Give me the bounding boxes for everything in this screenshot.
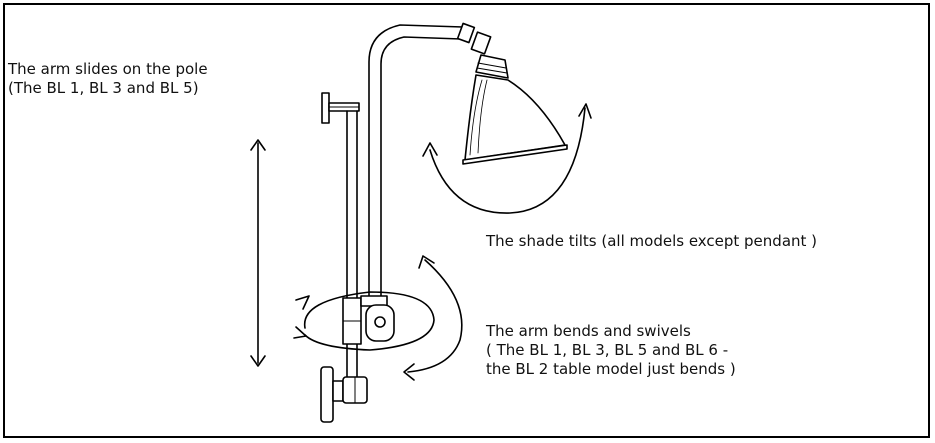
pole xyxy=(346,110,358,399)
tilt-annotation-line1: The shade tilts (all models except penda… xyxy=(486,232,818,250)
bend-arrow xyxy=(403,255,463,381)
bend-annotation: The arm bends and swivels ( The BL 1, BL… xyxy=(486,322,736,379)
gooseneck-arm xyxy=(368,24,464,301)
top-wall-bracket xyxy=(321,92,360,124)
tilt-arrow xyxy=(422,103,592,214)
slide-annotation-line1: The arm slides on the pole xyxy=(8,60,208,78)
bend-annotation-line3: the BL 2 table model just bends ) xyxy=(486,360,736,378)
slide-arrow xyxy=(250,139,266,367)
bend-annotation-line2: ( The BL 1, BL 3, BL 5 and BL 6 - xyxy=(486,341,729,359)
lamp-shade xyxy=(462,74,568,165)
tilt-annotation: The shade tilts (all models except penda… xyxy=(486,232,817,251)
slide-annotation: The arm slides on the pole (The BL 1, BL… xyxy=(8,60,208,98)
bottom-wall-bracket xyxy=(320,366,368,423)
slide-annotation-line2: (The BL 1, BL 3 and BL 5) xyxy=(8,79,199,97)
arm-hinge xyxy=(342,295,395,345)
shade-joint xyxy=(456,22,509,79)
diagram-frame xyxy=(3,3,930,438)
bend-annotation-line1: The arm bends and swivels xyxy=(486,322,691,340)
swivel-arrow xyxy=(293,291,435,351)
